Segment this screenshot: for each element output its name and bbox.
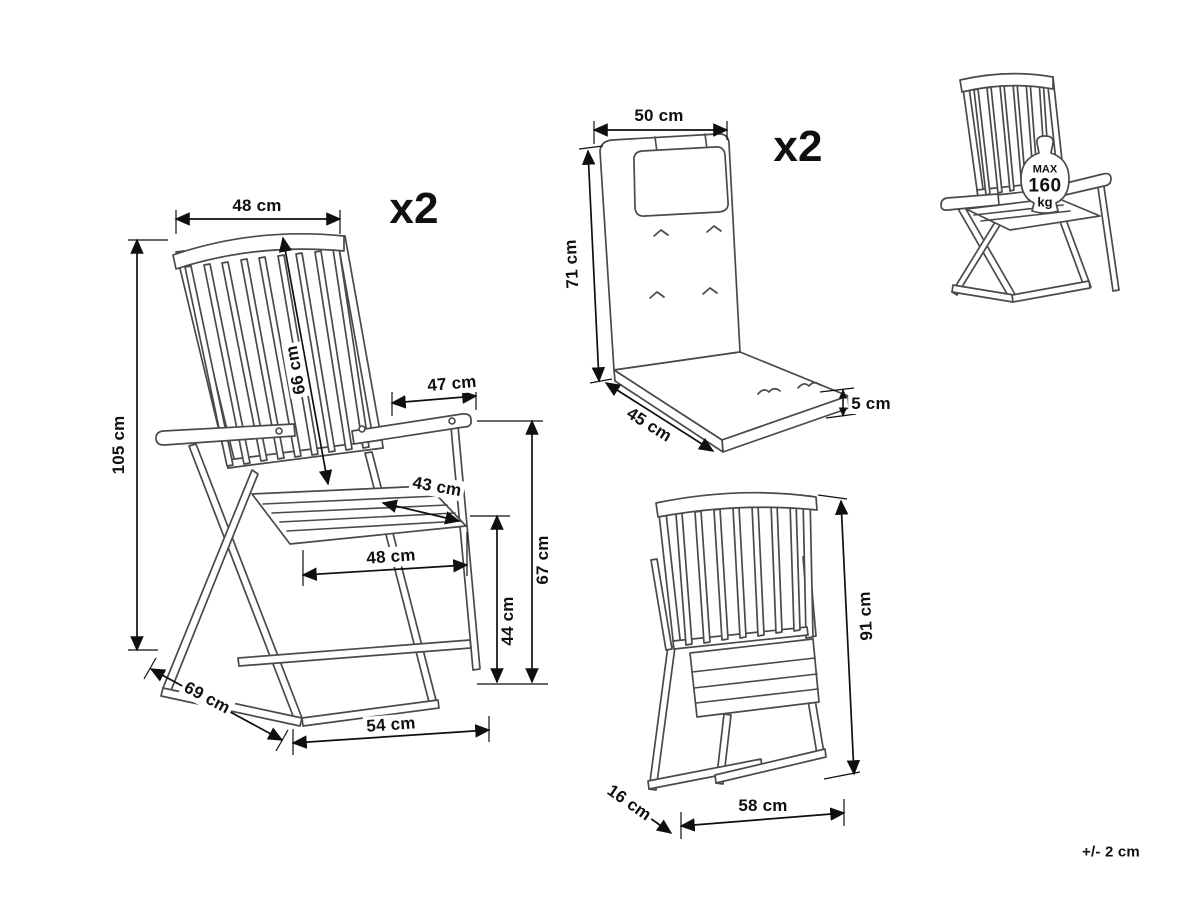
dim-arrow-backrest-length [278,236,333,486]
dim-arrow-cushion-width [592,121,729,144]
dim-cushion-width-label: 50 cm [631,106,687,126]
chair-quantity-label: x2 [389,184,439,233]
dim-seat-width-label: 48 cm [362,545,420,569]
cushion-dimensions [578,121,857,452]
max-weight-unit: kg [1037,194,1053,210]
chair-front-dimensions [128,210,548,755]
dim-folded-width-label: 58 cm [735,796,791,816]
dim-arrow-cushion-seat-depth [604,382,715,452]
dim-folded-height-label: 91 cm [854,587,878,645]
dim-arrow-armrest-height [477,419,548,685]
dim-arrow-backrest-width [174,210,342,234]
dim-seat-height-label: 44 cm [498,593,518,649]
dim-cushion-thickness-label: 5 cm [848,394,894,414]
dim-arrow-seat-height [470,514,510,684]
dim-base-width-label: 54 cm [362,713,420,737]
dim-backrest-width-label: 48 cm [229,196,285,216]
chair-weight-drawing [940,72,1120,303]
dim-armrest-height-label: 67 cm [533,532,553,588]
dim-arrow-folded-width [679,799,846,839]
dim-cushion-back-height-label: 71 cm [560,235,584,293]
dim-arrow-cushion-back-height [578,145,613,384]
max-weight-label-max: MAX [1032,163,1058,176]
dim-arrow-seat-depth [381,499,461,525]
max-weight-value: 160 [1028,174,1062,196]
dim-arrow-base-width [291,716,491,755]
chair-folded-drawing [647,491,827,791]
dim-arrow-seat-width [301,532,469,586]
dim-arrow-cushion-thickness [819,387,857,419]
tolerance-note: +/- 2 cm [1082,843,1140,861]
cushion-drawing [599,133,850,453]
dim-arrow-total-height [128,238,168,652]
dim-arrow-folded-height [817,494,861,780]
max-weight-badge: MAX 160 kg [1028,164,1061,209]
dim-total-height-label: 105 cm [109,412,129,478]
cushion-quantity-label: x2 [773,122,823,171]
